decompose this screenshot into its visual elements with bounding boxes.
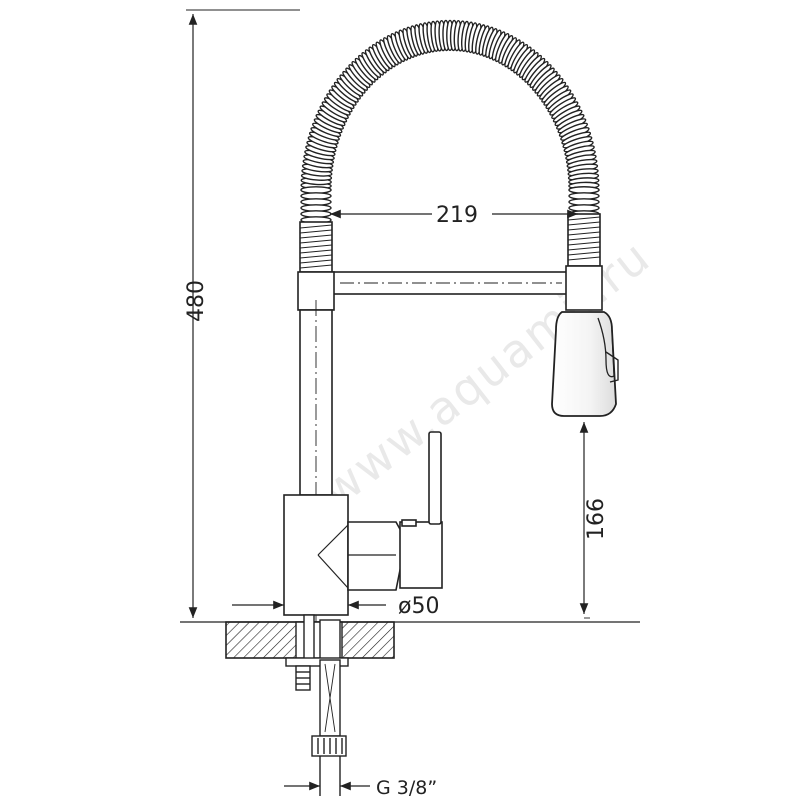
sleeve-ridge bbox=[299, 224, 333, 229]
sleeve-ridge bbox=[567, 241, 601, 246]
arm-collar-right bbox=[565, 265, 603, 311]
countertop bbox=[180, 621, 640, 659]
sleeve-ridge bbox=[299, 259, 333, 264]
coil-sleeve-right bbox=[567, 213, 601, 267]
sleeve-ridge bbox=[567, 251, 601, 256]
sleeve-ridge bbox=[299, 229, 333, 234]
dimension-166 bbox=[579, 422, 590, 619]
coil-sleeve-left bbox=[299, 221, 333, 273]
faucet-body bbox=[283, 494, 443, 616]
dimension-166-label: 166 bbox=[584, 498, 609, 540]
sleeve-ridge bbox=[299, 239, 333, 244]
sleeve-ridge bbox=[299, 249, 333, 254]
dimension-diameter-50-label: ø50 bbox=[398, 594, 439, 619]
sleeve-ridge bbox=[567, 221, 601, 226]
sleeve-ridge bbox=[567, 256, 601, 261]
faucet-column bbox=[299, 300, 333, 640]
mounting-hardware bbox=[285, 614, 349, 796]
sleeve-ridge bbox=[567, 246, 601, 251]
sleeve-ridge bbox=[567, 216, 601, 221]
spring-coil bbox=[300, 19, 600, 224]
sleeve-ridge bbox=[567, 236, 601, 241]
dimension-480 bbox=[186, 9, 300, 618]
dimension-480-label: 480 bbox=[184, 280, 209, 322]
support-arm bbox=[331, 271, 571, 295]
dimension-diameter-50 bbox=[232, 596, 386, 614]
sleeve-ridge bbox=[299, 264, 333, 269]
sleeve-ridge bbox=[299, 244, 333, 249]
lever-handle bbox=[428, 431, 442, 525]
sleeve-ridge bbox=[567, 231, 601, 236]
dimension-g38-label: G 3/8” bbox=[376, 777, 437, 799]
sleeve-ridge bbox=[299, 234, 333, 239]
sleeve-ridge bbox=[299, 254, 333, 259]
sleeve-ridge bbox=[567, 226, 601, 231]
spray-head bbox=[551, 311, 619, 417]
dimension-219-label: 219 bbox=[436, 203, 478, 228]
